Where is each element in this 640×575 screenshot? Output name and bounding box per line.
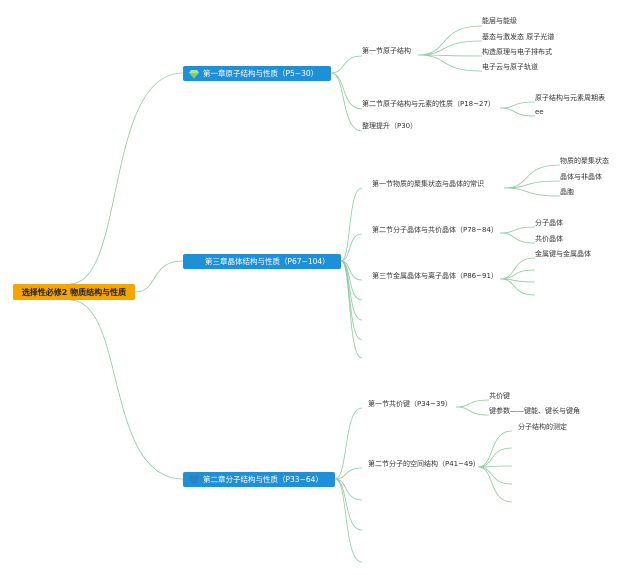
connector-s33-3 bbox=[499, 278, 536, 296]
diamond-icon bbox=[189, 69, 199, 79]
section-3-3[interactable]: 第三节金属晶体与离子晶体（P86~91） bbox=[372, 272, 498, 280]
item-3-1-2[interactable]: 晶体与非晶体 bbox=[560, 173, 602, 181]
connector-ch3-6 bbox=[340, 260, 363, 359]
connector-ch2-3 bbox=[334, 478, 363, 531]
heart-icon bbox=[189, 474, 199, 485]
item-3-1-3[interactable]: 晶胞 bbox=[560, 188, 574, 196]
section-1-2[interactable]: 第二节原子结构与元素的性质（P18~27） bbox=[362, 100, 495, 108]
item-2-2-1[interactable]: 分子结构的测定 bbox=[518, 423, 567, 431]
connector-s22-0 bbox=[477, 430, 513, 468]
section-1-3[interactable]: 整理提升（P30） bbox=[362, 122, 418, 130]
connector-s11-0 bbox=[417, 25, 483, 56]
connector-s31-1 bbox=[503, 180, 561, 189]
connector-s11-1 bbox=[417, 40, 483, 56]
item-3-3-1[interactable]: 金属键与金属晶体 bbox=[535, 250, 591, 258]
item-1-2-1[interactable]: 原子结构与元素周期表 bbox=[535, 94, 605, 102]
chapter-3-label: 第三章晶体结构与性质（P67~104） bbox=[205, 257, 330, 266]
connector-ch1-c bbox=[330, 72, 363, 132]
connector-s21-1 bbox=[455, 406, 490, 416]
connector-root-ch1 bbox=[69, 72, 184, 285]
section-3-1[interactable]: 第一节物质的聚集状态与晶体的常识 bbox=[372, 180, 484, 188]
item-1-1-3[interactable]: 构造原理与电子排布式 bbox=[482, 48, 552, 56]
connector-s32-1 bbox=[499, 232, 536, 244]
section-3-2[interactable]: 第二节分子晶体与共价晶体（P78~84） bbox=[372, 226, 498, 234]
connector-s11-2 bbox=[417, 54, 483, 57]
chapter-1-node[interactable]: 第一章原子结构与性质（P5~30） bbox=[183, 66, 331, 81]
item-3-2-2[interactable]: 共价晶体 bbox=[535, 235, 563, 243]
item-3-2-1[interactable]: 分子晶体 bbox=[535, 219, 563, 227]
chapter-2-label: 第二章分子结构与性质（P33~64） bbox=[203, 475, 323, 484]
connector-s21-0 bbox=[455, 399, 490, 408]
chapter-1-label: 第一章原子结构与性质（P5~30） bbox=[203, 69, 319, 78]
connector-s12-1 bbox=[499, 107, 536, 117]
item-3-1-1[interactable]: 物质的聚集状态 bbox=[560, 157, 609, 165]
connector-s22-4 bbox=[477, 466, 513, 503]
connector-s32-0 bbox=[499, 226, 536, 234]
chapter-3-node[interactable]: 第三章晶体结构与性质（P67~104） bbox=[183, 254, 341, 269]
connector-root-ch3 bbox=[134, 260, 184, 293]
connector-ch2-1 bbox=[334, 467, 363, 480]
chapter-2-node[interactable]: 第二章分子结构与性质（P33~64） bbox=[183, 472, 335, 487]
item-2-1-1[interactable]: 共价键 bbox=[489, 392, 510, 400]
connector-s22-1 bbox=[477, 447, 513, 468]
connector-ch1-a bbox=[330, 55, 363, 74]
connector-ch3-1 bbox=[340, 233, 363, 262]
section-2-1[interactable]: 第一节共价键（P34~39） bbox=[368, 400, 452, 408]
item-1-1-2[interactable]: 基态与激发态 原子光谱 bbox=[482, 33, 555, 41]
connector-ch1-b bbox=[330, 72, 363, 110]
connector-s31-0 bbox=[503, 164, 561, 189]
section-1-1[interactable]: 第一节原子结构 bbox=[362, 47, 411, 55]
connector-ch2-4 bbox=[334, 478, 363, 563]
root-node[interactable]: 选择性必修2 物质结构与性质 bbox=[13, 284, 135, 300]
connector-ch3-0 bbox=[340, 187, 363, 262]
section-2-2[interactable]: 第二节分子的空间结构（P41~49） bbox=[368, 460, 480, 468]
item-2-1-2[interactable]: 键参数——键能、键长与键角 bbox=[489, 407, 580, 415]
item-1-1-4[interactable]: 电子云与原子轨道 bbox=[482, 63, 538, 71]
item-1-1-1[interactable]: 能层与能级 bbox=[482, 17, 517, 25]
connector-ch3-3 bbox=[340, 260, 363, 301]
item-1-2-2[interactable]: ee bbox=[535, 108, 544, 116]
connector-s33-0 bbox=[499, 257, 536, 280]
connector-s31-2 bbox=[503, 187, 561, 197]
root-label: 选择性必修2 物质结构与性质 bbox=[21, 287, 127, 297]
connector-s12-0 bbox=[499, 101, 536, 109]
connector-s11-3 bbox=[417, 54, 483, 72]
connector-s22-3 bbox=[477, 466, 513, 485]
connector-s33-1 bbox=[499, 269, 536, 280]
connector-ch2-0 bbox=[334, 407, 363, 480]
connector-root-ch2 bbox=[69, 299, 184, 480]
